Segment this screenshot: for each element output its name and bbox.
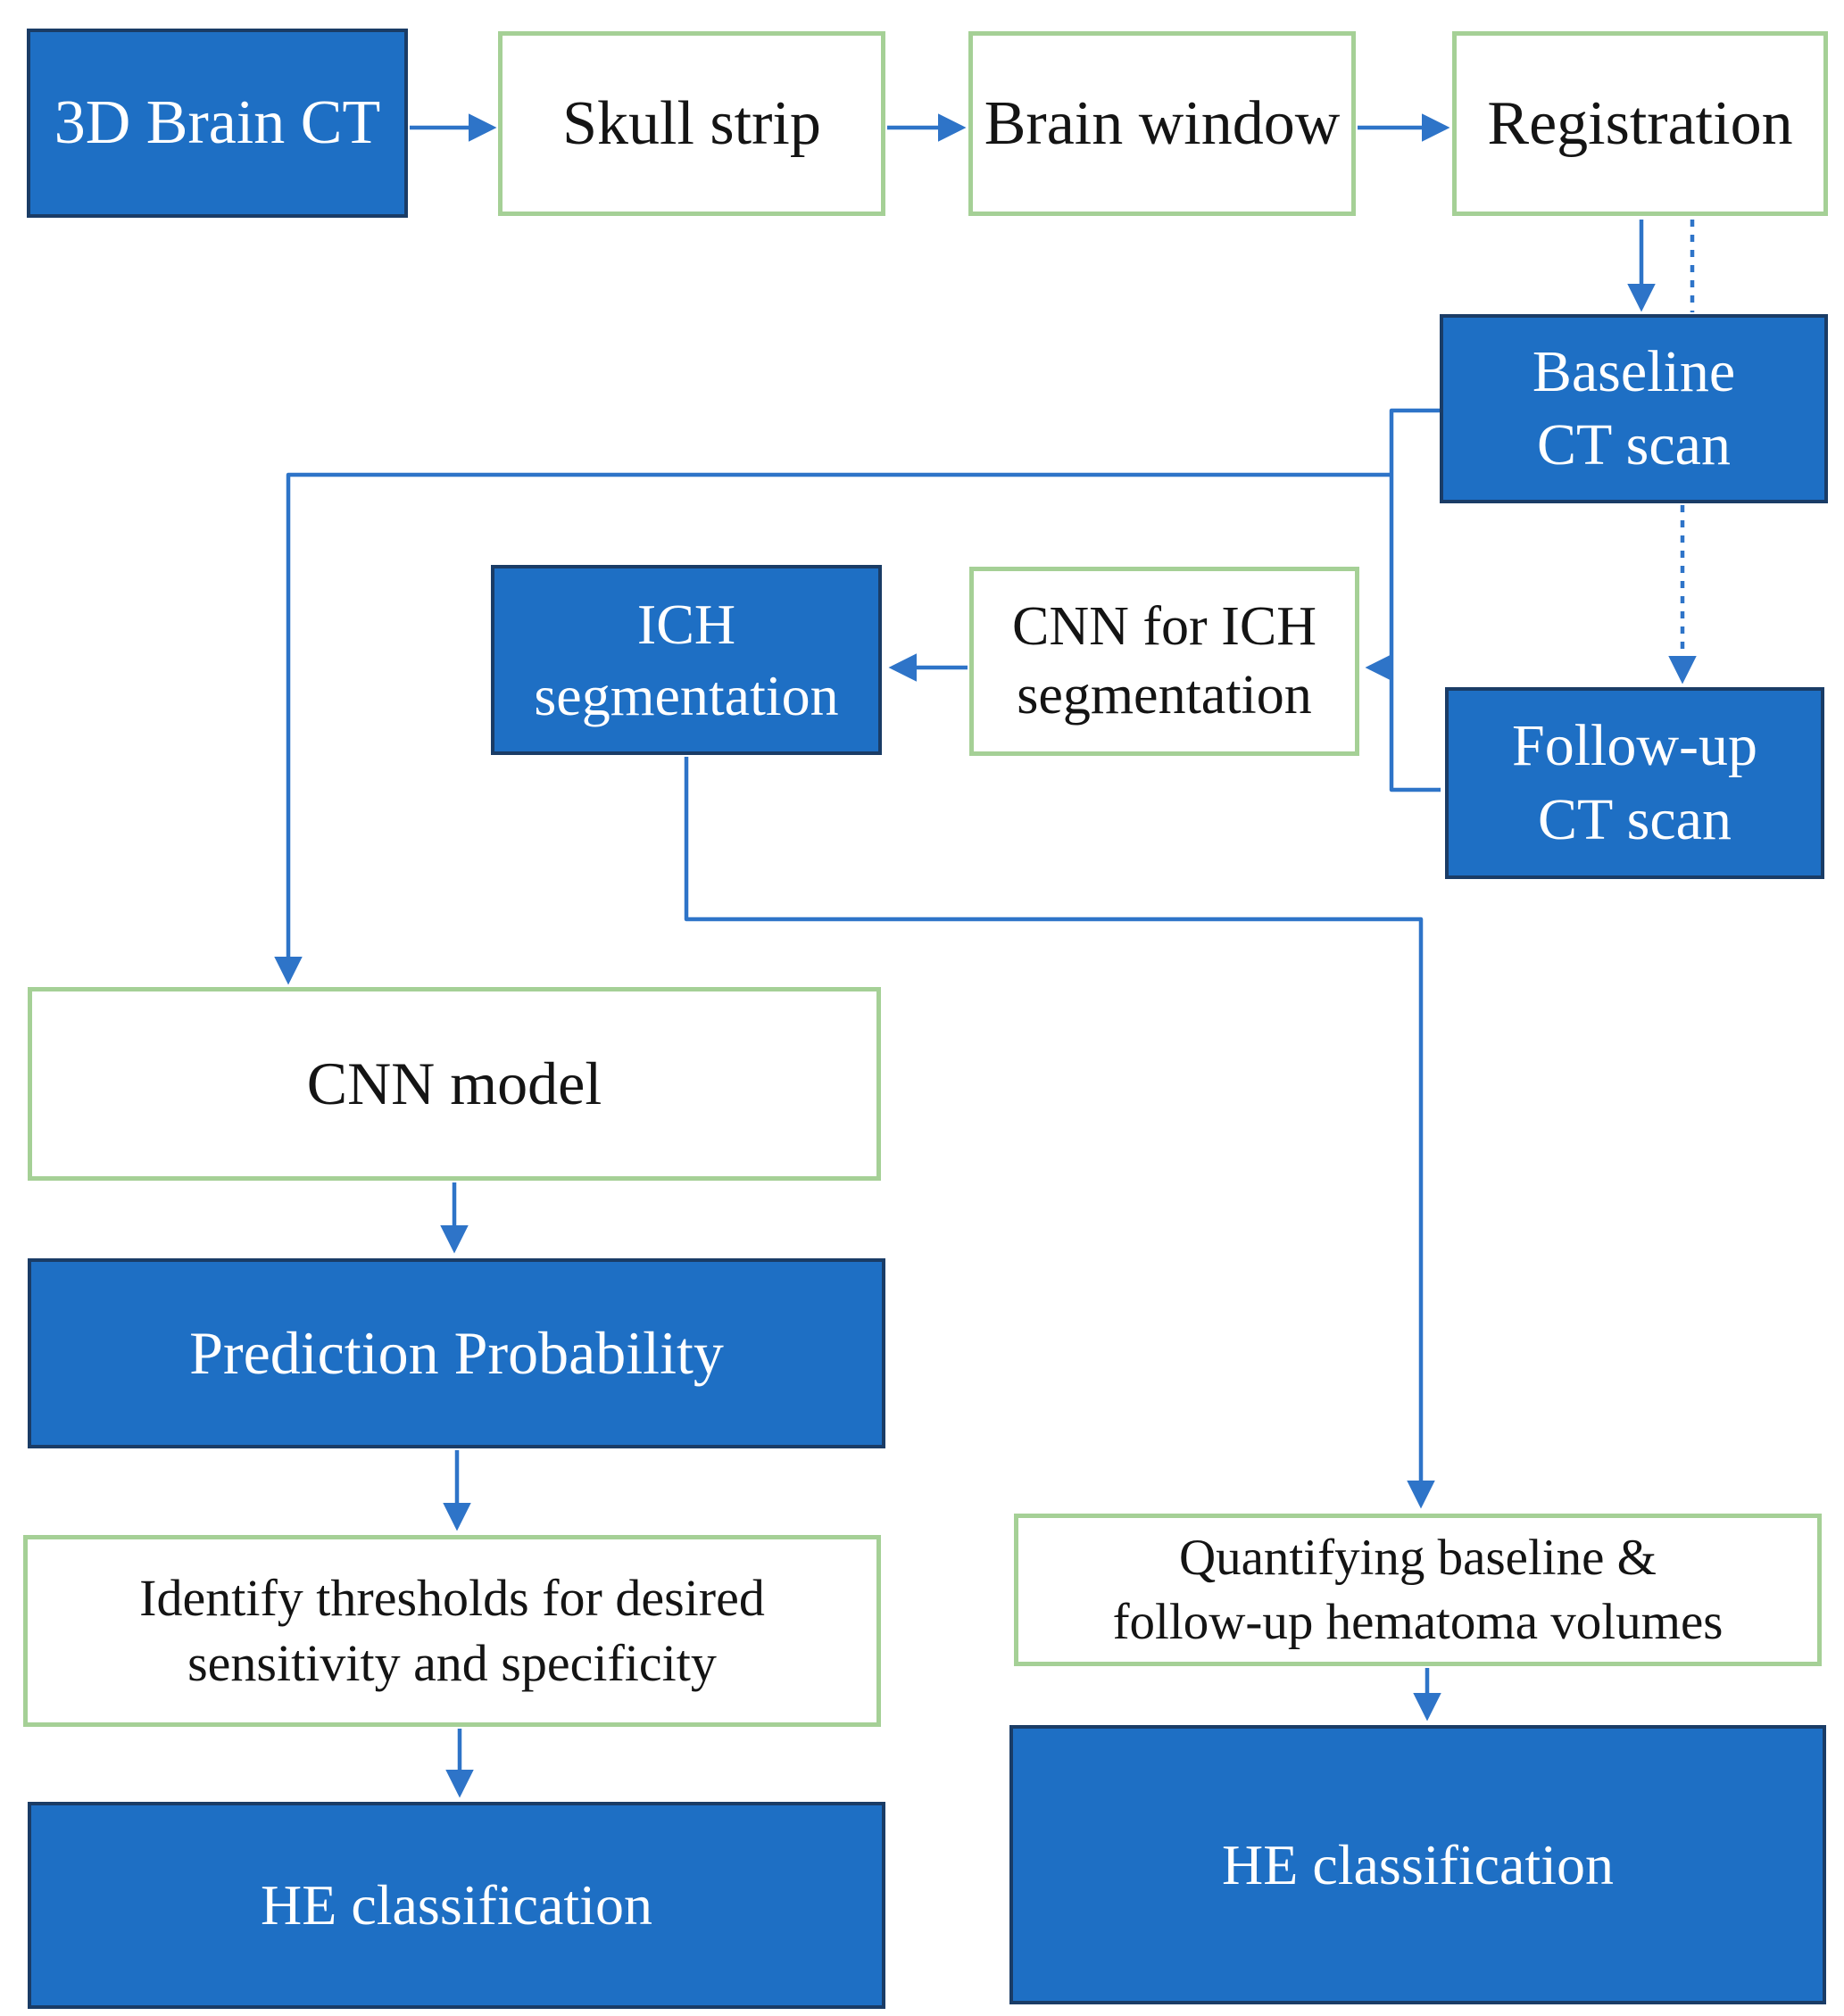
node-registration: Registration	[1452, 31, 1828, 216]
node-skull-strip: Skull strip	[498, 31, 885, 216]
node-he-classification-left: HE classification	[28, 1802, 885, 2009]
node-brain-window: Brain window	[968, 31, 1356, 216]
node-identify-thresholds: Identify thresholds for desired sensitiv…	[23, 1535, 881, 1727]
node-he-classification-right: HE classification	[1009, 1725, 1826, 2004]
node-cnn-for-ich-segmentation: CNN for ICH segmentation	[969, 567, 1359, 756]
node-3d-brain-ct: 3D Brain CT	[27, 29, 408, 218]
node-followup-ct-scan: Follow-up CT scan	[1445, 687, 1824, 879]
node-quantify-hematoma-volumes: Quantifying baseline & follow-up hematom…	[1014, 1514, 1822, 1666]
node-ich-segmentation: ICH segmentation	[491, 565, 882, 755]
edge-baseline-cnnmodel	[274, 472, 1391, 985]
node-cnn-model: CNN model	[28, 987, 881, 1181]
edge-baseline-followup-bracket	[1389, 408, 1441, 792]
edge-ichseg-quantify	[684, 757, 1435, 1509]
node-prediction-probability: Prediction Probability	[28, 1258, 885, 1448]
node-baseline-ct-scan: Baseline CT scan	[1440, 314, 1828, 503]
